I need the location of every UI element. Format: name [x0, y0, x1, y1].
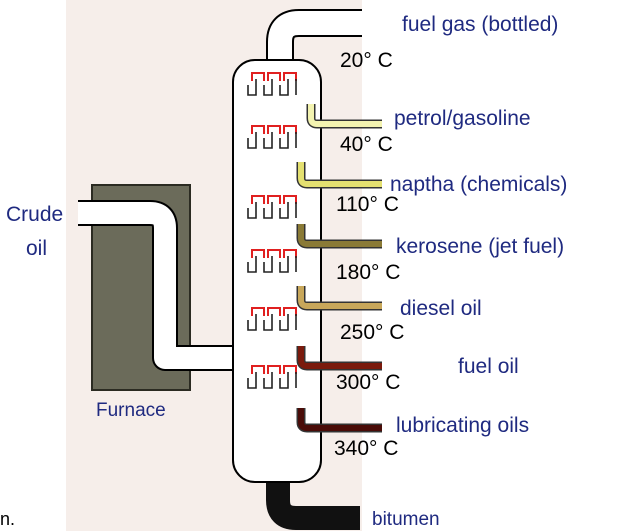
tray-riser	[263, 256, 273, 273]
bubble-cap	[251, 307, 265, 316]
product-label-naptha: naptha (chemicals)	[390, 173, 568, 196]
temperature-label-250: 250° C	[340, 321, 405, 344]
bubble-cap	[283, 307, 297, 316]
bubble-cap	[283, 125, 297, 134]
temperature-label-340: 340° C	[334, 437, 399, 460]
bubble-cap	[251, 72, 265, 81]
tray-riser	[279, 314, 289, 331]
bubble-cap	[283, 195, 297, 204]
tray-riser	[279, 132, 289, 149]
bubble-cap	[283, 72, 297, 81]
tray-riser	[263, 202, 273, 219]
product-label-lubricating: lubricating oils	[396, 414, 530, 437]
bubble-cap	[251, 249, 265, 258]
tray-riser	[263, 372, 273, 389]
bubble-cap	[267, 195, 281, 204]
bubble-cap	[267, 365, 281, 374]
product-label-diesel: diesel oil	[400, 297, 482, 320]
product-label-fuel-gas: fuel gas (bottled)	[402, 13, 559, 36]
tray-riser	[263, 132, 273, 149]
bottom-left-text-fragment: n.	[0, 509, 16, 529]
side-pipe-fuel-oil	[298, 346, 382, 369]
tray-riser	[247, 256, 257, 273]
temperature-label-110: 110° C	[336, 193, 399, 216]
bubble-cap	[251, 125, 265, 134]
tray-riser	[279, 372, 289, 389]
furnace-label: Furnace	[96, 400, 166, 421]
tray-riser	[247, 79, 257, 96]
bubble-cap	[267, 125, 281, 134]
crude-oil-pipe-fill	[78, 202, 242, 369]
column-trays	[247, 72, 297, 389]
side-pipe-lubricating	[298, 408, 382, 431]
crude-label-line-1: Crude	[6, 203, 64, 226]
tray-4	[247, 249, 297, 273]
side-pipe-petrol	[308, 104, 382, 127]
tray-riser	[263, 314, 273, 331]
tray-5	[247, 307, 297, 331]
tray-3	[247, 195, 297, 219]
bitumen-pipe	[266, 474, 360, 530]
side-pipe-naptha	[298, 162, 382, 187]
tray-1	[247, 72, 297, 96]
tray-riser	[247, 372, 257, 389]
tray-6	[247, 365, 297, 389]
tray-riser	[279, 256, 289, 273]
tray-2	[247, 125, 297, 149]
tray-riser	[263, 79, 273, 96]
bubble-cap	[251, 365, 265, 374]
bubble-cap	[267, 307, 281, 316]
side-product-pipes	[296, 104, 382, 433]
temperature-label-40: 40° C	[340, 133, 393, 156]
tray-riser	[279, 202, 289, 219]
product-label-petrol: petrol/gasoline	[394, 107, 531, 130]
bubble-cap	[267, 72, 281, 81]
tray-riser	[247, 202, 257, 219]
bubble-cap	[283, 249, 297, 258]
side-pipe-diesel	[298, 286, 382, 309]
tray-riser	[279, 79, 289, 96]
bubble-cap	[267, 249, 281, 258]
temperature-label-20: 20° C	[340, 49, 393, 72]
tray-riser	[247, 132, 257, 149]
temperature-label-180: 180° C	[336, 261, 401, 284]
temperature-label-300: 300° C	[336, 371, 401, 394]
fuel-gas-pipe-fill	[268, 11, 362, 75]
product-label-bitumen: bitumen	[372, 509, 440, 530]
crude-label-line-2: oil	[26, 237, 48, 260]
product-label-fuel-oil: fuel oil	[458, 355, 519, 378]
tray-riser	[247, 314, 257, 331]
product-label-kerosene: kerosene (jet fuel)	[396, 235, 565, 258]
side-pipe-kerosene	[298, 224, 382, 247]
bubble-cap	[251, 195, 265, 204]
bubble-cap	[283, 365, 297, 374]
